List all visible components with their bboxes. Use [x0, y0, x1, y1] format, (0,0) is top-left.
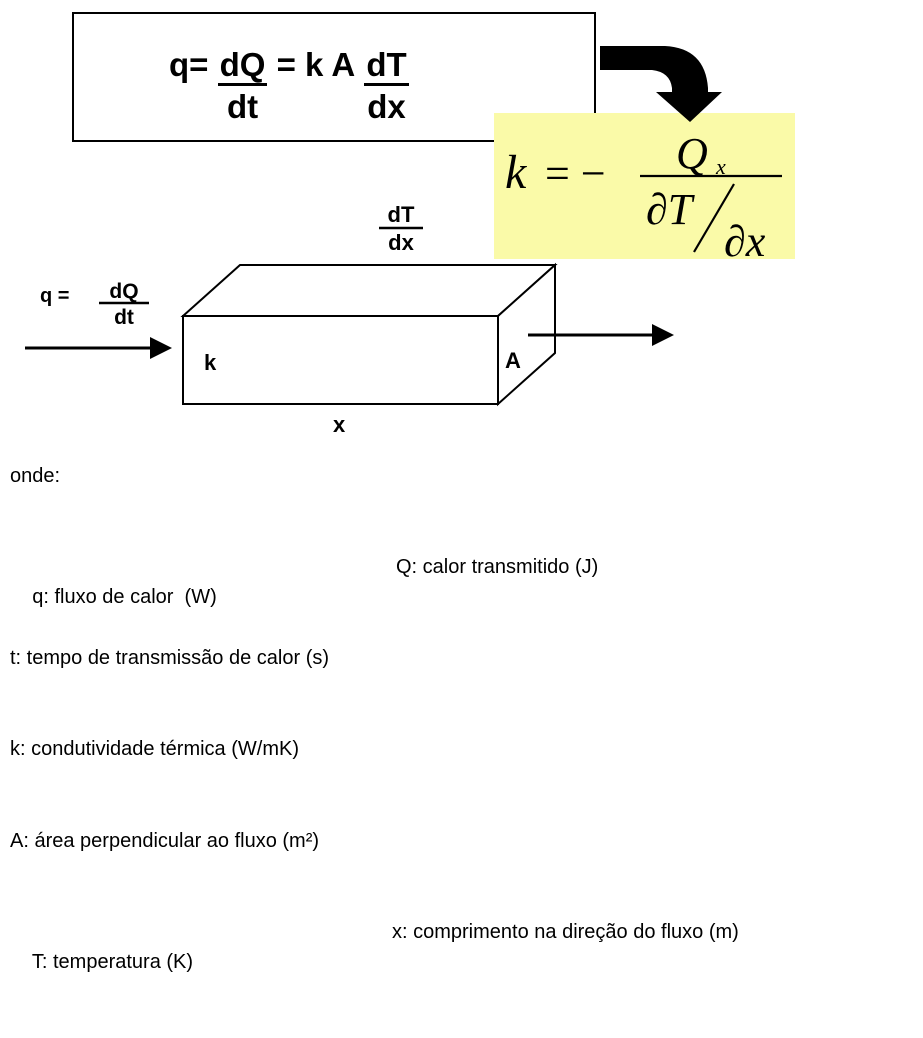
heat-flux-label: q = dQ dt [40, 280, 149, 329]
fraction-denominator: dt [226, 88, 259, 125]
heat-input-arrow-icon [25, 337, 172, 359]
conductivity-formula: k = − Q x ∂T ∂x [505, 129, 782, 266]
k-label: k [204, 350, 217, 375]
legend-item-k: k: condutividade térmica (W/mK) [10, 738, 299, 761]
heat-symbol: Q [676, 129, 708, 178]
block-top-face [180, 264, 558, 317]
equals-minus-sign: = − [545, 149, 606, 198]
fraction-denominator: dx [367, 88, 406, 125]
heat-flux-equation: q= dQ dt = k A dT dx [169, 48, 409, 123]
flux-prefix: q = [40, 285, 69, 307]
heat-subscript: x [715, 154, 726, 179]
conducting-block [180, 262, 558, 407]
heat-output-arrow-icon [528, 324, 674, 346]
equation-lhs: q= [169, 46, 209, 83]
fraction-numerator: dQ [217, 48, 268, 86]
curved-arrow-icon [600, 46, 722, 122]
legend-heading: onde: [10, 464, 61, 487]
symbol-legend: onde: q: fluxo de calor (W) Q: calor tra… [10, 400, 739, 978]
legend-item-t: t: tempo de transmissão de calor (s) [10, 647, 330, 670]
gradient-numerator: dT [388, 202, 415, 227]
legend-item-A: A: área perpendicular ao fluxo (m²) [10, 829, 320, 852]
block-front-face [182, 315, 499, 405]
equation-middle: = k A [276, 46, 356, 83]
k-symbol: k [505, 146, 528, 199]
flux-numerator: dQ [109, 280, 138, 303]
flux-denominator: dt [114, 306, 134, 329]
legend-item-T: T: temperatura (K) [31, 951, 194, 974]
temperature-gradient-label: dT dx [379, 202, 423, 255]
diagram-canvas: k = − Q x ∂T ∂x dT dx q = dQ dt k A [25, 46, 782, 437]
fraction-numerator: dT [364, 48, 409, 86]
gradient-denominator: dx [388, 230, 414, 255]
equation-box: q= dQ dt = k A dT dx [72, 12, 596, 142]
slash-divider [693, 183, 735, 253]
fraction-dT-dx: dT dx [364, 48, 409, 125]
length-label: x [333, 412, 346, 437]
partial-x: ∂x [724, 217, 766, 266]
conductivity-formula-box [494, 113, 795, 259]
legend-item-q: q: fluxo de calor (W) [32, 586, 217, 609]
fraction-dQ-dt: dQ dt [217, 48, 268, 125]
legend-item-Q: Q: calor transmitido (J) [396, 556, 599, 579]
area-label: A [505, 348, 521, 373]
partial-T: ∂T [646, 185, 696, 234]
legend-item-x: x: comprimento na direção do fluxo (m) [392, 920, 739, 943]
